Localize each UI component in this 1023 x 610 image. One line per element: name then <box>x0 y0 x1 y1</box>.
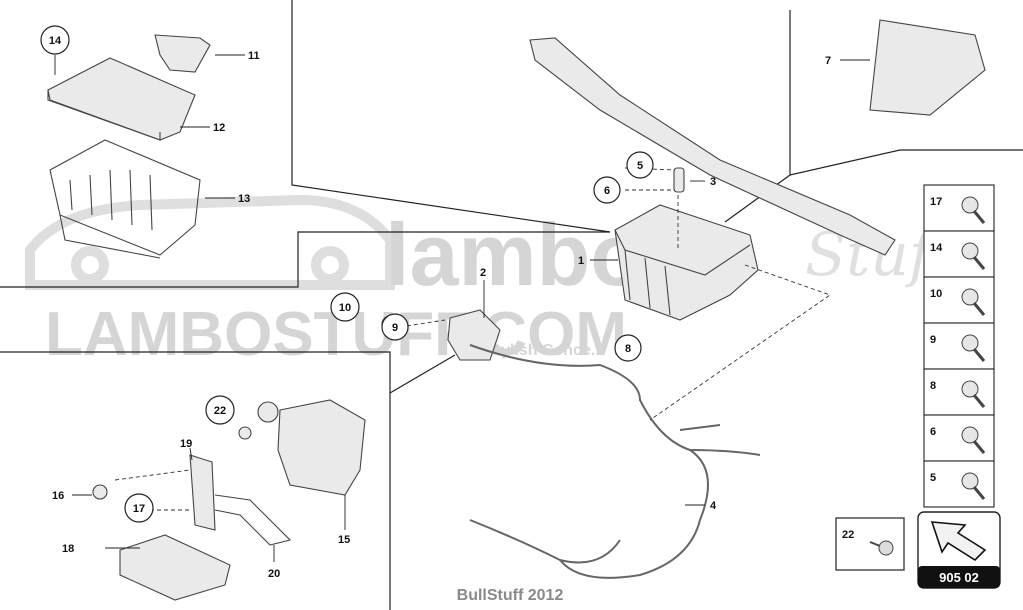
svg-text:14: 14 <box>49 35 62 47</box>
fastener-icon-9 <box>961 334 979 352</box>
callout-16[interactable]: 16 <box>52 490 64 502</box>
legend-row-5[interactable]: 5 <box>923 460 995 508</box>
battery-1 <box>614 204 759 321</box>
legend-label-5: 5 <box>930 472 936 484</box>
stud-3 <box>673 167 685 193</box>
fastener-icon-8 <box>961 380 979 398</box>
fastener-legend: 17 14 10 9 8 6 5 <box>923 184 995 508</box>
arrow-icon <box>930 521 987 562</box>
fastener-icon-14 <box>961 242 979 260</box>
callout-6[interactable]: 6 <box>593 176 621 204</box>
legend-22-box: 22 <box>835 517 905 571</box>
cover-lid-12 <box>47 57 196 141</box>
callout-12[interactable]: 12 <box>213 122 225 134</box>
svg-text:8: 8 <box>625 343 631 355</box>
callout-7[interactable]: 7 <box>825 55 831 67</box>
cable-20 <box>214 494 292 546</box>
watermark: lambo Stuff LAMBOSTUFF.COM Stylish Conce… <box>25 194 961 369</box>
callout-10[interactable]: 10 <box>330 292 360 322</box>
module-2 <box>447 309 501 361</box>
diagram-code: 905 02 <box>939 570 979 585</box>
footer-caption: BullStuff 2012 <box>457 587 564 604</box>
watermark-brand: lambo <box>385 205 644 304</box>
callout-13[interactable]: 13 <box>238 193 250 205</box>
fastener-icon-10 <box>961 288 979 306</box>
leader-lines <box>54 54 870 562</box>
battery-tray-13 <box>49 139 201 259</box>
callout-9[interactable]: 9 <box>381 313 409 341</box>
callout-3[interactable]: 3 <box>710 176 716 188</box>
legend-row-9[interactable]: 9 <box>923 322 995 370</box>
legend-row-14[interactable]: 14 <box>923 230 995 278</box>
bolt-16 <box>92 484 108 500</box>
watermark-subline: Stylish Conce... <box>485 342 604 359</box>
callout-14[interactable]: 14 <box>40 25 70 55</box>
legend-label-10: 10 <box>930 288 942 300</box>
plain-callouts: 11 12 13 1 2 3 4 7 16 19 20 18 15 <box>52 50 831 580</box>
circled-callouts: 14 5 6 10 9 8 22 17 <box>40 25 654 523</box>
svg-text:6: 6 <box>604 185 610 197</box>
fastener-icon-17 <box>961 196 979 214</box>
callout-18[interactable]: 18 <box>62 543 74 555</box>
svg-text:10: 10 <box>339 302 351 314</box>
legend-label-14: 14 <box>930 242 943 254</box>
legend-label-6: 6 <box>930 426 936 438</box>
harness-4 <box>469 344 761 579</box>
watermark-car-silhouette <box>25 194 395 290</box>
diagram-code-box: 905 02 <box>917 511 1001 589</box>
callout-19[interactable]: 19 <box>180 438 192 450</box>
legend-row-17[interactable]: 17 <box>923 184 995 232</box>
pad-7 <box>869 19 986 116</box>
clip-11 <box>154 34 211 73</box>
legend-row-10[interactable]: 10 <box>923 276 995 324</box>
callout-1[interactable]: 1 <box>578 255 584 267</box>
callout-20[interactable]: 20 <box>268 568 280 580</box>
callout-2[interactable]: 2 <box>480 267 486 279</box>
callout-11[interactable]: 11 <box>248 50 260 62</box>
fastener-icon-5 <box>961 472 979 490</box>
callout-4[interactable]: 4 <box>710 500 717 512</box>
svg-text:9: 9 <box>392 322 398 334</box>
rail-bracket <box>529 37 896 256</box>
svg-text:5: 5 <box>637 160 643 172</box>
fastener-icon-6 <box>961 426 979 444</box>
svg-text:17: 17 <box>133 503 145 515</box>
callout-8[interactable]: 8 <box>614 334 642 362</box>
legend-row-8[interactable]: 8 <box>923 368 995 416</box>
plate-18 <box>119 534 231 601</box>
fuse-box-15 <box>238 399 366 496</box>
bracket-19 <box>189 454 216 531</box>
legend-label-9: 9 <box>930 334 936 346</box>
svg-text:22: 22 <box>214 405 226 417</box>
legend-label-8: 8 <box>930 380 936 392</box>
callout-15[interactable]: 15 <box>338 534 350 546</box>
callout-5[interactable]: 5 <box>626 151 654 179</box>
legend-row-6[interactable]: 6 <box>923 414 995 462</box>
legend-label-17: 17 <box>930 196 942 208</box>
callout-17[interactable]: 17 <box>124 493 154 523</box>
callout-22[interactable]: 22 <box>205 395 235 425</box>
legend-22-label: 22 <box>842 529 854 541</box>
